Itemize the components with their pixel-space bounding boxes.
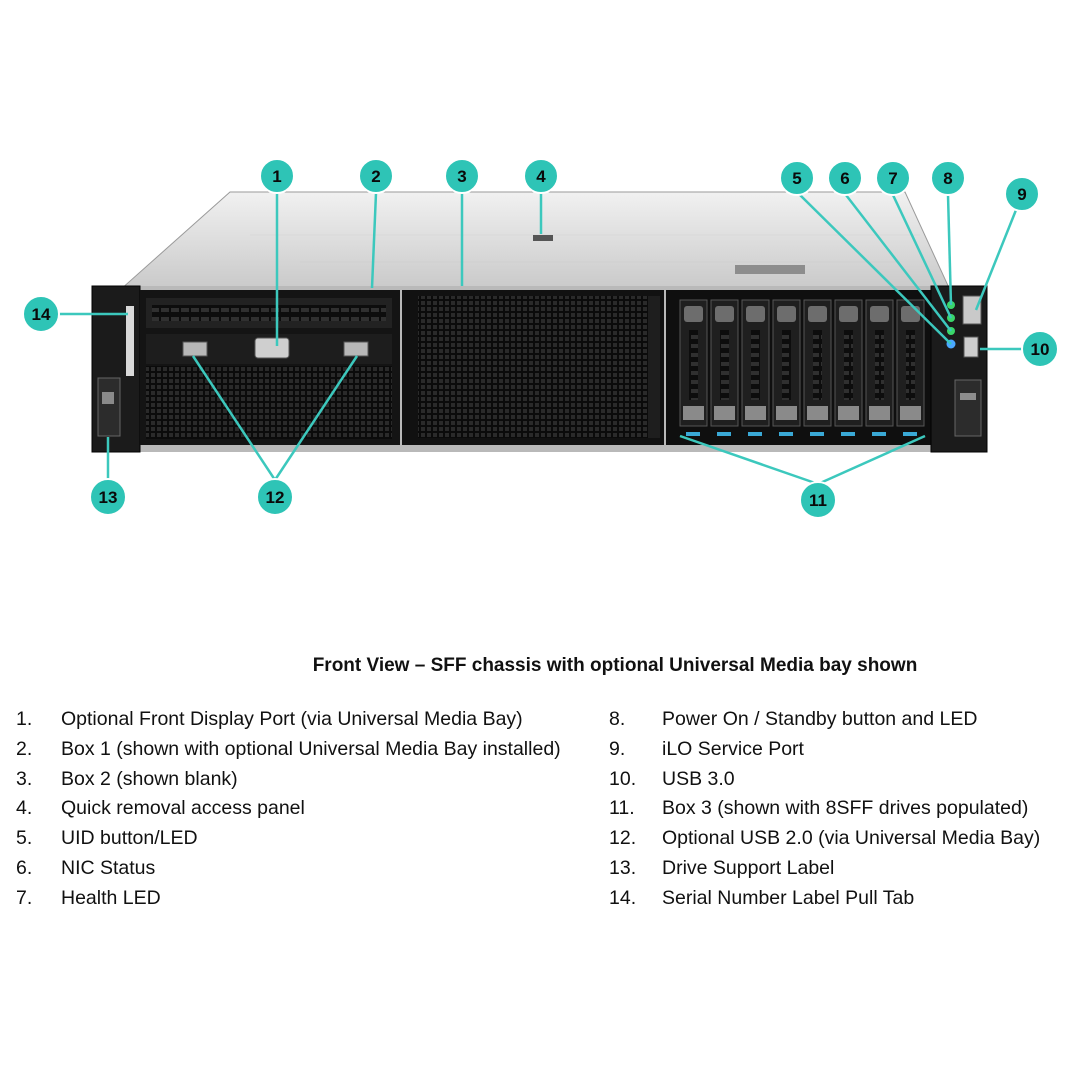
sff-drive-bay <box>865 299 894 436</box>
server-front-diagram: 1 2 3 4 5 6 7 8 9 10 11 12 13 14 <box>22 158 1059 519</box>
display-port <box>254 337 290 359</box>
sff-drive-bay <box>803 299 832 436</box>
legend-item-text: iLO Service Port <box>662 737 804 760</box>
legend-item-number: 8. <box>609 708 626 730</box>
svg-text:12: 12 <box>266 488 285 507</box>
sff-drive-bay <box>679 299 708 436</box>
figure-caption: Front View – SFF chassis with optional U… <box>312 655 918 676</box>
legend-item-number: 5. <box>16 827 33 850</box>
legend-item: 13. Drive Support Label <box>609 854 1040 884</box>
svg-text:11: 11 <box>809 491 827 510</box>
svg-text:10: 10 <box>1031 340 1050 359</box>
legend-item-text: Optional Front Display Port (via Univers… <box>61 708 523 730</box>
callout-11: 11 <box>799 481 837 519</box>
legend-item-text: Power On / Standby button and LED <box>662 708 978 730</box>
usb-2-port-left <box>182 341 208 357</box>
legend-item: 2. Box 1 (shown with optional Universal M… <box>16 735 561 765</box>
legend-item: 12. Optional USB 2.0 (via Universal Media… <box>609 824 1040 854</box>
legend-item-number: 14. <box>609 886 637 909</box>
svg-text:2: 2 <box>371 167 380 186</box>
callout-4: 4 <box>523 158 559 194</box>
legend-item-text: Box 1 (shown with optional Universal Med… <box>61 737 561 760</box>
legend-item-text: NIC Status <box>61 856 156 879</box>
drive-bays <box>679 299 925 436</box>
legend-left: 1. Optional Front Display Port (via Unive… <box>16 705 561 914</box>
legend-item: 10. USB 3.0 <box>609 765 1040 795</box>
sff-drive-bay <box>772 299 801 436</box>
legend-item: 6. NIC Status <box>16 854 561 884</box>
legend-item-text: USB 3.0 <box>662 767 735 790</box>
legend-item-number: 6. <box>16 856 33 879</box>
svg-text:6: 6 <box>840 169 849 188</box>
legend-item-number: 9. <box>609 737 626 760</box>
legend-item-number: 12. <box>609 827 637 850</box>
svg-text:8: 8 <box>943 169 952 188</box>
legend-item: 9. iLO Service Port <box>609 735 1040 765</box>
sff-drive-bay <box>741 299 770 436</box>
drive-support-label <box>97 377 121 437</box>
legend-item-text: Optional USB 2.0 (via Universal Media Ba… <box>662 827 1041 850</box>
legend-item-text: Drive Support Label <box>662 856 835 879</box>
legend-item-text: Serial Number Label Pull Tab <box>662 886 915 909</box>
legend-item-number: 13. <box>609 856 637 879</box>
sff-drive-bay <box>896 299 925 436</box>
callout-12: 12 <box>256 478 294 516</box>
callout-9: 9 <box>1004 176 1040 212</box>
callout-3: 3 <box>444 158 480 194</box>
callout-13: 13 <box>89 478 127 516</box>
legend-item: 5. UID button/LED <box>16 824 561 854</box>
legend-item-number: 10. <box>609 767 637 790</box>
ilo-service-port <box>962 295 982 325</box>
callout-14: 14 <box>22 295 60 333</box>
usb-2-port-right <box>343 341 369 357</box>
leader-lines <box>58 192 1022 486</box>
sff-drive-bay <box>834 299 863 436</box>
svg-text:3: 3 <box>457 167 466 186</box>
access-panel-latch <box>533 235 553 241</box>
serial-pull-tab <box>126 306 134 376</box>
svg-text:1: 1 <box>272 167 281 186</box>
legend-item-text: Box 2 (shown blank) <box>61 767 238 790</box>
svg-text:7: 7 <box>888 169 897 188</box>
svg-text:13: 13 <box>99 488 118 507</box>
legend-item-text: Health LED <box>61 886 161 909</box>
legend-item: 3. Box 2 (shown blank) <box>16 765 561 795</box>
svg-text:5: 5 <box>792 169 801 188</box>
svg-text:14: 14 <box>32 305 51 324</box>
legend-item: 4. Quick removal access panel <box>16 794 561 824</box>
pull-tab-right <box>954 379 982 437</box>
legend-item: 11. Box 3 (shown with 8SFF drives populat… <box>609 794 1040 824</box>
legend-item-text: Box 3 (shown with 8SFF drives populated) <box>662 797 1029 820</box>
legend-item-number: 4. <box>16 797 33 820</box>
callout-6: 6 <box>827 160 863 196</box>
legend-item: 8. Power On / Standby button and LED <box>609 705 1040 735</box>
callout-1: 1 <box>259 158 295 194</box>
callout-5: 5 <box>779 160 815 196</box>
legend-item-number: 2. <box>16 737 33 760</box>
sff-drive-bay <box>710 299 739 436</box>
legend-item: 14. Serial Number Label Pull Tab <box>609 884 1040 914</box>
legend-item: 1. Optional Front Display Port (via Unive… <box>16 705 561 735</box>
callout-7: 7 <box>875 160 911 196</box>
legend-item-number: 7. <box>16 886 33 909</box>
callout-8: 8 <box>930 160 966 196</box>
usb-3-port <box>963 336 979 358</box>
legend-item-number: 1. <box>16 708 33 730</box>
legend-item-number: 3. <box>16 767 33 790</box>
callout-2: 2 <box>358 158 394 194</box>
legend-right: 8. Power On / Standby button and LED 9. iLO… <box>609 705 1040 914</box>
legend-item: 7. Health LED <box>16 884 561 914</box>
legend-item-number: 11. <box>609 797 635 820</box>
svg-text:9: 9 <box>1017 185 1026 204</box>
legend-item-text: Quick removal access panel <box>61 797 305 820</box>
svg-text:4: 4 <box>536 167 546 186</box>
legend-item-text: UID button/LED <box>61 827 198 850</box>
callout-10: 10 <box>1021 330 1059 368</box>
